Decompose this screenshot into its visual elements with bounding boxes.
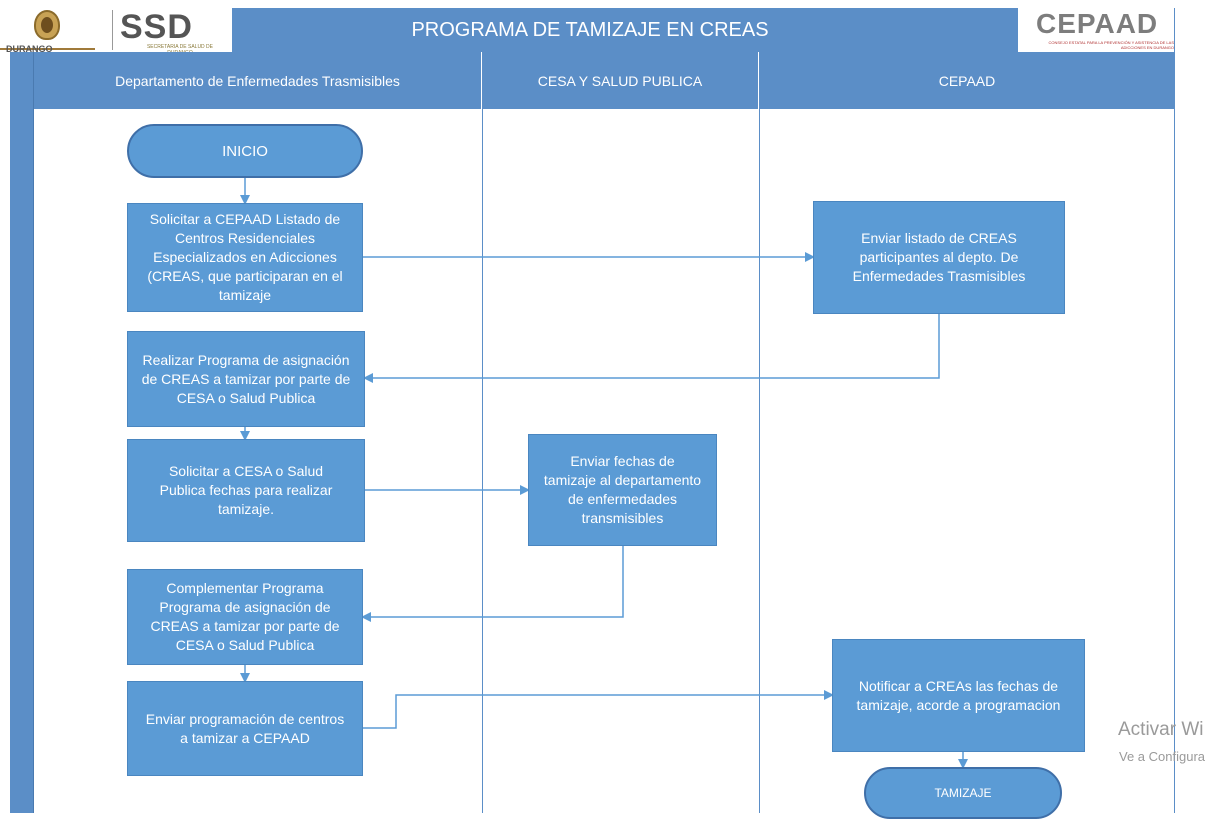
activation-watermark-title: Activar Wi <box>1118 719 1204 740</box>
left-lane-strip <box>10 52 34 813</box>
process-enviar-programacion: Enviar programación de centros a tamizar… <box>127 681 363 776</box>
logo-state-text: DURANGO <box>6 44 53 54</box>
process-solicitar-fechas: Solicitar a CESA o Salud Publica fechas … <box>127 439 365 542</box>
lane-header-cepaad: CEPAAD <box>759 52 1175 109</box>
start-node: INICIO <box>127 124 363 178</box>
arrow-enviar-fechas-to-complementar <box>361 546 624 622</box>
lane-divider <box>1174 109 1175 813</box>
logo-separator <box>112 10 113 50</box>
lane-header-enfermedades: Departamento de Enfermedades Trasmisible… <box>34 52 482 109</box>
process-complementar-programa: Complementar Programa Programa de asigna… <box>127 569 363 665</box>
logo-underline <box>0 48 95 50</box>
lane-divider <box>759 109 760 813</box>
diagram-title: PROGRAMA DE TAMIZAJE EN CREAS <box>411 18 769 41</box>
end-node: TAMIZAJE <box>864 767 1062 819</box>
lane-divider <box>482 109 483 813</box>
activation-watermark-subtitle: Ve a Configura <box>1119 749 1206 764</box>
cepaad-logo-subtitle: CONSEJO ESTATAL PARA LA PREVENCIÓN Y ASI… <box>1048 40 1174 50</box>
cepaad-logo-text: CEPAAD <box>1036 8 1159 39</box>
process-solicitar-listado: Solicitar a CEPAAD Listado de Centros Re… <box>127 203 363 312</box>
process-enviar-listado: Enviar listado de CREAS participantes al… <box>813 201 1065 314</box>
arrow-enviar-listado-to-realizar <box>363 314 940 383</box>
shield-emblem-icon <box>41 17 53 33</box>
ssd-logo-text: SSD <box>120 8 193 46</box>
process-enviar-fechas: Enviar fechas de tamizaje al departament… <box>528 434 717 546</box>
process-notificar-creas: Notificar a CREAs las fechas de tamizaje… <box>832 639 1085 752</box>
process-realizar-programa: Realizar Programa de asignación de CREAS… <box>127 331 365 427</box>
arrow-enviar-programacion-to-notificar <box>363 690 834 729</box>
lane-header-cesa: CESA Y SALUD PUBLICA <box>482 52 759 109</box>
cepaad-logo <box>1018 6 1174 56</box>
